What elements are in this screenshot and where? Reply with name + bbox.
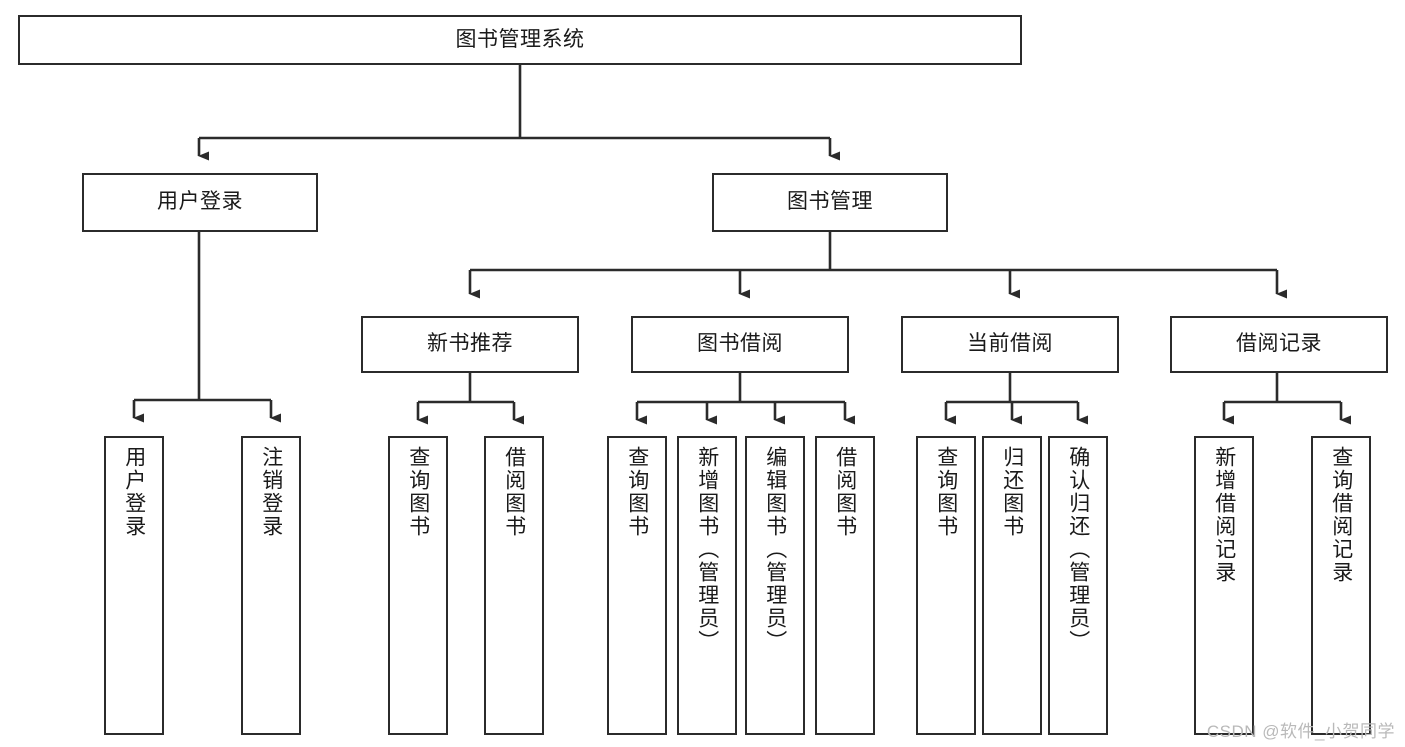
node-current-borrow[interactable]: 当前借阅	[901, 316, 1119, 373]
node-book-borrow[interactable]: 图书借阅	[631, 316, 849, 373]
leaf-label: 新增图书（管理员）	[695, 446, 719, 653]
leaf-label: 确认归还（管理员）	[1066, 446, 1090, 653]
leaf-label: 新增借阅记录	[1212, 446, 1236, 584]
leaf-book-borrow-query[interactable]: 查询图书	[607, 436, 667, 735]
node-root[interactable]: 图书管理系统	[18, 15, 1022, 65]
leaf-label: 查询借阅记录	[1329, 446, 1353, 584]
leaf-label: 查询图书	[625, 446, 649, 538]
leaf-label: 编辑图书（管理员）	[763, 446, 787, 653]
leaf-new-book-borrow[interactable]: 借阅图书	[484, 436, 544, 735]
leaf-borrow-record-query[interactable]: 查询借阅记录	[1311, 436, 1371, 735]
leaf-label: 注销登录	[259, 446, 283, 538]
node-new-book-recommend[interactable]: 新书推荐	[361, 316, 579, 373]
leaf-book-borrow-add[interactable]: 新增图书（管理员）	[677, 436, 737, 735]
node-book-management-label: 图书管理	[787, 190, 873, 214]
node-borrow-record[interactable]: 借阅记录	[1170, 316, 1388, 373]
node-book-borrow-label: 图书借阅	[697, 332, 783, 356]
leaf-current-borrow-confirm[interactable]: 确认归还（管理员）	[1048, 436, 1108, 735]
leaf-borrow-record-add[interactable]: 新增借阅记录	[1194, 436, 1254, 735]
node-user-login-label: 用户登录	[157, 190, 243, 214]
leaf-current-borrow-query[interactable]: 查询图书	[916, 436, 976, 735]
leaf-label: 用户登录	[122, 446, 146, 538]
leaf-label: 借阅图书	[502, 446, 526, 538]
leaf-current-borrow-return[interactable]: 归还图书	[982, 436, 1042, 735]
node-book-management[interactable]: 图书管理	[712, 173, 948, 232]
leaf-user-login-logout[interactable]: 注销登录	[241, 436, 301, 735]
leaf-new-book-query[interactable]: 查询图书	[388, 436, 448, 735]
leaf-user-login-login[interactable]: 用户登录	[104, 436, 164, 735]
node-user-login[interactable]: 用户登录	[82, 173, 318, 232]
leaf-label: 查询图书	[934, 446, 958, 538]
leaf-label: 查询图书	[406, 446, 430, 538]
leaf-label: 借阅图书	[833, 446, 857, 538]
node-root-label: 图书管理系统	[455, 27, 585, 51]
node-borrow-record-label: 借阅记录	[1236, 332, 1322, 356]
leaf-book-borrow-edit[interactable]: 编辑图书（管理员）	[745, 436, 805, 735]
node-new-book-recommend-label: 新书推荐	[427, 332, 513, 356]
leaf-label: 归还图书	[1000, 446, 1024, 538]
node-current-borrow-label: 当前借阅	[967, 332, 1053, 356]
leaf-book-borrow-borrow[interactable]: 借阅图书	[815, 436, 875, 735]
